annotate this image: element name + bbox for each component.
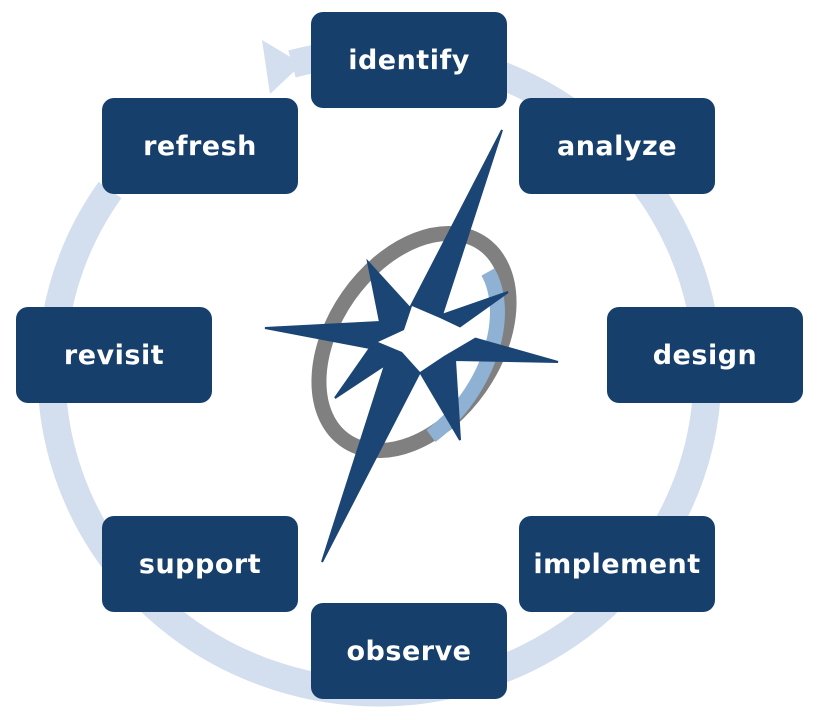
step-identify-label: identify (348, 44, 470, 76)
step-analyze: analyze (519, 98, 715, 194)
step-implement-label: implement (533, 548, 701, 580)
step-support: support (102, 516, 298, 612)
step-refresh-label: refresh (143, 130, 257, 162)
compass-star-icon (264, 129, 559, 563)
step-revisit: revisit (16, 307, 212, 403)
compass-star-center (378, 306, 478, 372)
step-implement: implement (519, 516, 715, 612)
step-identify: identify (311, 12, 507, 108)
step-analyze-label: analyze (556, 130, 678, 162)
step-support-label: support (138, 548, 262, 580)
cycle-arrowhead (262, 40, 302, 94)
step-refresh: refresh (102, 98, 298, 194)
step-revisit-label: revisit (63, 339, 165, 371)
step-design: design (607, 307, 803, 403)
step-design-label: design (652, 339, 758, 371)
step-observe: observe (311, 603, 507, 699)
step-observe-label: observe (346, 635, 472, 667)
